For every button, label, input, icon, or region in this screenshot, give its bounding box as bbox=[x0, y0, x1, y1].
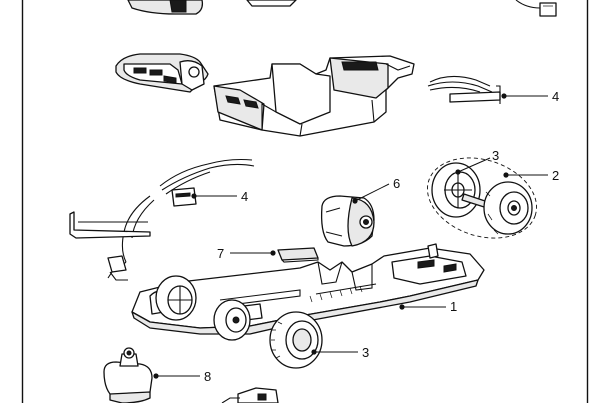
harness-part-upper bbox=[427, 75, 501, 104]
callout-8[interactable]: 8 bbox=[153, 369, 211, 384]
callout-label: 2 bbox=[552, 168, 559, 183]
loose-wheel-lower bbox=[269, 311, 323, 369]
callout-label: 3 bbox=[492, 148, 499, 163]
callout-label: 6 bbox=[393, 176, 400, 191]
bottom-cropped-part bbox=[221, 387, 279, 403]
harness-part-left bbox=[69, 158, 255, 281]
callout-1[interactable]: 1 bbox=[399, 299, 457, 314]
rear-wheel-assembly bbox=[427, 157, 537, 239]
callout-4-upper[interactable]: 4 bbox=[501, 89, 559, 104]
callout-label: 3 bbox=[362, 345, 369, 360]
callout-7[interactable]: 7 bbox=[217, 246, 276, 261]
callout-label: 1 bbox=[450, 299, 457, 314]
callout-2[interactable]: 2 bbox=[503, 168, 559, 183]
body-tray-part bbox=[213, 55, 415, 137]
chassis-wheel-middle bbox=[213, 299, 251, 341]
callout-6[interactable]: 6 bbox=[352, 176, 400, 204]
motor-part bbox=[320, 195, 375, 247]
callout-label: 8 bbox=[204, 369, 211, 384]
plate-part bbox=[277, 247, 319, 263]
callout-3-upper[interactable]: 3 bbox=[455, 148, 499, 175]
chassis-wheel-rear bbox=[155, 275, 197, 321]
top-cropped-parts bbox=[127, 0, 557, 17]
callout-label: 7 bbox=[217, 246, 224, 261]
gear-motor-part bbox=[103, 347, 153, 403]
callout-3-lower[interactable]: 3 bbox=[311, 345, 369, 360]
callout-4-left[interactable]: 4 bbox=[191, 189, 248, 204]
callout-label: 4 bbox=[552, 89, 559, 104]
body-cover-part bbox=[115, 53, 209, 93]
callout-label: 4 bbox=[241, 189, 248, 204]
